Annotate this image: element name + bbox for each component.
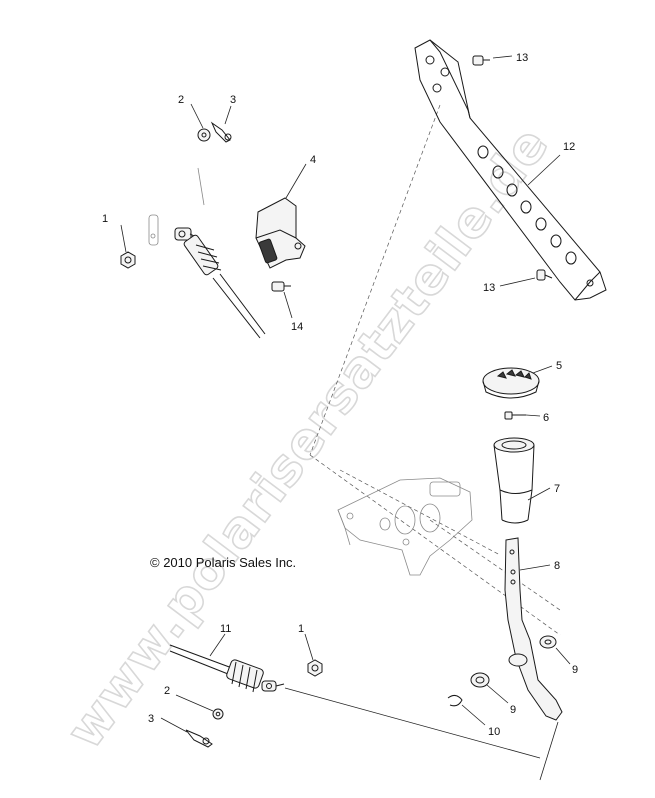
clip-10 bbox=[447, 694, 463, 707]
callout-2-bottom: 2 bbox=[164, 685, 170, 697]
clip-3-bottom bbox=[185, 729, 213, 748]
callout-14: 14 bbox=[291, 321, 303, 333]
callout-12: 12 bbox=[563, 141, 575, 153]
washer-2-bottom bbox=[212, 708, 224, 720]
reference-lines bbox=[309, 104, 561, 636]
boot-7 bbox=[493, 437, 535, 524]
ghost-line-top bbox=[197, 167, 205, 206]
bolt-14 bbox=[271, 281, 291, 292]
callout-5: 5 bbox=[556, 360, 562, 372]
callout-13-bottom: 13 bbox=[483, 282, 495, 294]
callout-9-right: 9 bbox=[572, 664, 578, 676]
bolt-13-bottom bbox=[536, 269, 553, 281]
callout-9-mid: 9 bbox=[510, 704, 516, 716]
nut-1-top bbox=[120, 251, 136, 269]
callout-6: 6 bbox=[543, 412, 549, 424]
callout-1-bottom: 1 bbox=[298, 623, 304, 635]
cable-11 bbox=[169, 644, 285, 693]
bushing-9-right bbox=[539, 635, 557, 649]
shift-lever-8 bbox=[504, 537, 563, 721]
bracket-12 bbox=[414, 39, 607, 301]
callout-4: 4 bbox=[310, 154, 316, 166]
bolt-13-top bbox=[472, 55, 490, 66]
nut-1-bottom bbox=[307, 659, 323, 677]
clip-3-top bbox=[210, 121, 232, 143]
assembly-lines bbox=[284, 687, 559, 781]
bushing-9-mid bbox=[470, 672, 490, 688]
callout-3-top: 3 bbox=[230, 94, 236, 106]
callout-1-top: 1 bbox=[102, 213, 108, 225]
callouts: 1 2 3 4 14 13 12 13 5 6 7 8 9 9 10 11 1 … bbox=[102, 52, 578, 738]
pin-ghost-top bbox=[148, 214, 159, 246]
bracket-4 bbox=[255, 197, 306, 269]
callout-13-top: 13 bbox=[516, 52, 528, 64]
shift-mechanism-housing bbox=[337, 477, 473, 576]
callout-3-bottom: 3 bbox=[148, 713, 154, 725]
leader-lines bbox=[120, 55, 571, 733]
cable-top bbox=[174, 227, 266, 339]
callout-11: 11 bbox=[220, 623, 231, 635]
screw-6 bbox=[504, 411, 526, 420]
callout-10: 10 bbox=[488, 726, 500, 738]
copyright-text: © 2010 Polaris Sales Inc. bbox=[150, 555, 296, 570]
washer-2-top bbox=[197, 128, 211, 142]
knob-5 bbox=[482, 367, 540, 399]
callout-7: 7 bbox=[554, 483, 560, 495]
callout-2-top: 2 bbox=[178, 94, 184, 106]
watermark-text: www.polarisersatzteile.de bbox=[55, 116, 560, 759]
callout-8: 8 bbox=[554, 560, 560, 572]
